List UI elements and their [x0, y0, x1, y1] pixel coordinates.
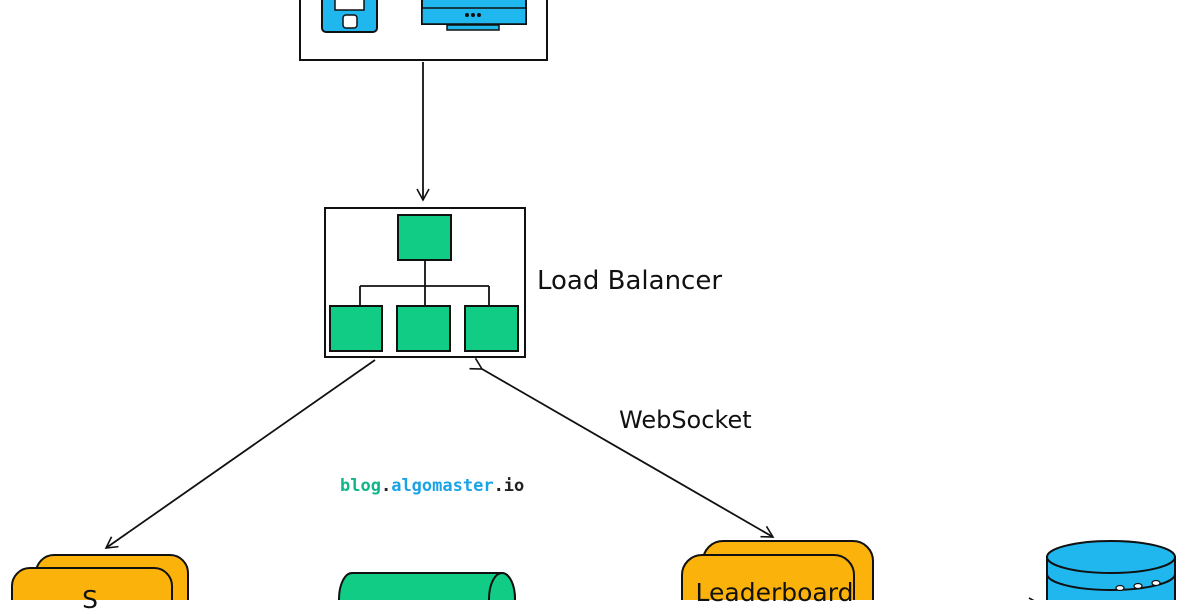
watermark-part-4: .io: [493, 476, 525, 496]
desktop-icon: [421, 0, 527, 31]
lb-root-node: [397, 214, 452, 261]
watermark-part-2: .: [380, 476, 392, 496]
lb-child-node-2: [396, 305, 451, 352]
load-balancer: [324, 207, 526, 358]
watermark-part-3: algomaster: [391, 476, 494, 496]
arrow-lb-to-left-service: [104, 359, 376, 549]
websocket-label: WebSocket: [619, 406, 752, 434]
leaderboard-service-label: Leaderboard: [695, 578, 854, 607]
watermark: blog.algomaster.io: [340, 476, 524, 496]
leaderboard-service: [681, 540, 874, 600]
architecture-diagram: [11, 0, 1176, 600]
lb-tree-lines: [359, 260, 490, 306]
lb-child-node-3: [464, 305, 519, 352]
database-icon: [1046, 540, 1176, 600]
client-devices: [299, 0, 548, 61]
websocket-arrow: [469, 357, 775, 538]
watermark-part-1: blog: [340, 476, 381, 496]
lb-child-node-1: [329, 305, 383, 352]
message-queue: [338, 572, 516, 600]
load-balancer-label: Load Balancer: [537, 266, 723, 296]
left-service: [11, 554, 189, 600]
mobile-icon: [321, 0, 378, 33]
